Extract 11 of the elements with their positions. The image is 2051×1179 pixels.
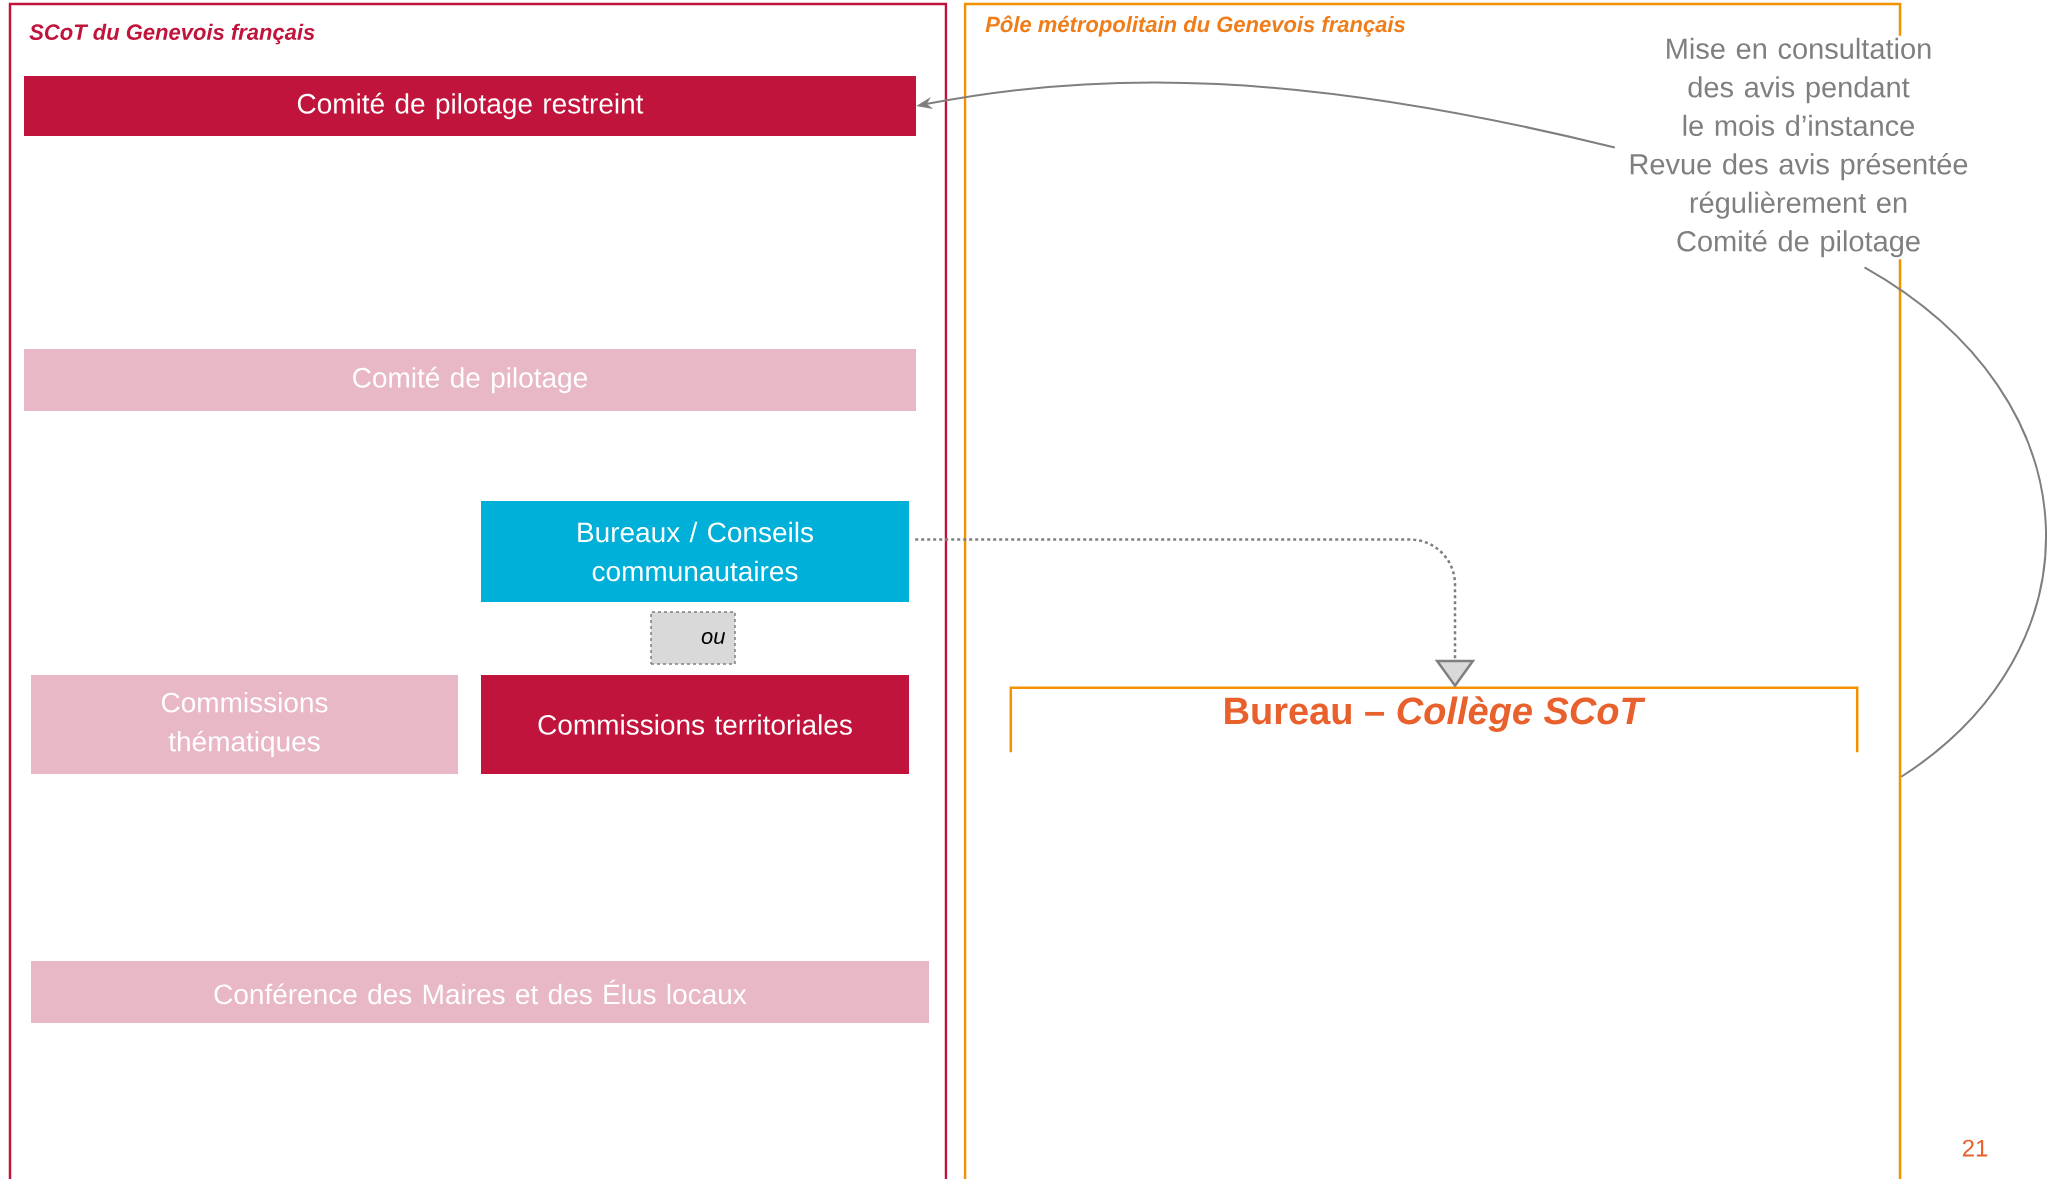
process-box: Comité de pilotage restreint — [24, 76, 916, 136]
process-box: Commissions territoriales — [481, 675, 909, 774]
page-number: 21 — [1962, 1139, 1988, 1157]
connector-box: ou — [650, 611, 736, 665]
process-box: Conférence des Maires et des Élus locaux — [31, 961, 929, 1023]
process-box: Comité de pilotage — [24, 349, 916, 411]
note-text: Mise en consultation des avis pendant le mois d’instance Revue des avis présentée régulièrement en Comité de pilotage — [1615, 35, 1982, 260]
process-box: Commissions thématiques — [31, 675, 458, 774]
process-box: Bureaux / Conseils communautaires — [481, 501, 909, 602]
connector-line — [1863, 266, 2047, 778]
title-box: Bureau – Collège SCoT — [1009, 686, 1859, 753]
